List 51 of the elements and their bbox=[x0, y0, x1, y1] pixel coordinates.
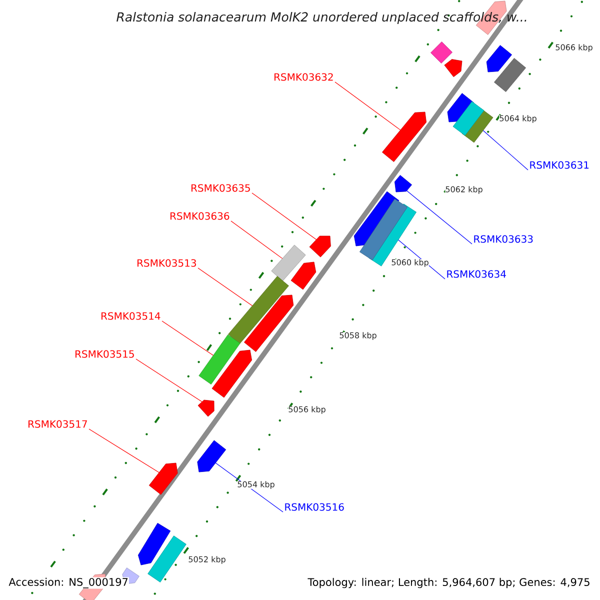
scale-label: 5058 kbp bbox=[340, 332, 376, 340]
leader-line bbox=[198, 268, 253, 306]
leader-line bbox=[252, 192, 317, 240]
scale-label: 5066 kbp bbox=[556, 44, 592, 52]
scale-label: 5064 kbp bbox=[500, 115, 536, 123]
gene-block bbox=[212, 350, 252, 398]
leader-line bbox=[482, 130, 528, 170]
leader-line bbox=[406, 190, 472, 244]
gene-label: RSMK03631 bbox=[530, 161, 589, 169]
gene-label: RSMK03636 bbox=[170, 212, 230, 220]
gene-block bbox=[228, 276, 289, 344]
gene-label: RSMK03632 bbox=[274, 73, 333, 81]
gene-block bbox=[198, 334, 240, 384]
gene-block bbox=[197, 440, 226, 472]
gene-block bbox=[494, 58, 526, 92]
gene-block bbox=[148, 462, 178, 495]
scale-label: 5062 kbp bbox=[446, 186, 482, 194]
gene-block bbox=[486, 45, 512, 72]
gene-label: RSMK03516 bbox=[285, 503, 344, 511]
summary-text: Topology: linear; Length: 5,964,607 bp; Genes: 4,975 bbox=[308, 578, 590, 588]
gene-label: RSMK03513 bbox=[138, 259, 196, 267]
gene-block bbox=[394, 175, 412, 192]
gene-block bbox=[138, 522, 171, 566]
gene-block bbox=[244, 294, 294, 352]
leader-line bbox=[162, 320, 214, 356]
leader-line bbox=[136, 358, 202, 402]
diagram-title: Ralstonia solanacearum MolK2 unordered unplaced scaffolds, w... bbox=[116, 12, 526, 24]
gene-label: RSMK03517 bbox=[28, 420, 87, 428]
accession-text: Accession: NS_000197 bbox=[8, 578, 128, 588]
gene-block bbox=[309, 236, 331, 258]
gene-block bbox=[198, 400, 214, 417]
scale-label: 5056 kbp bbox=[288, 406, 326, 414]
gene-label: RSMK03635 bbox=[192, 184, 250, 192]
scale-label: 5060 kbp bbox=[392, 259, 428, 267]
gene-label: RSMK03633 bbox=[474, 235, 533, 243]
gene-block bbox=[271, 244, 306, 282]
leader-line bbox=[230, 220, 283, 259]
gene-block bbox=[360, 198, 408, 260]
gene-label: RSMK03634 bbox=[447, 270, 506, 278]
gene-block bbox=[382, 112, 426, 162]
leader-line bbox=[334, 82, 401, 130]
gene-block bbox=[444, 59, 462, 78]
gene-block bbox=[148, 536, 186, 582]
scale-label: 5054 kbp bbox=[238, 481, 274, 489]
gene-block bbox=[452, 101, 484, 136]
leader-line bbox=[88, 428, 160, 473]
gene-block bbox=[430, 42, 452, 64]
gene-block bbox=[290, 262, 316, 290]
scale-label: 5052 kbp bbox=[188, 556, 226, 564]
gene-label: RSMK03514 bbox=[102, 312, 160, 320]
gene-label: RSMK03515 bbox=[76, 350, 134, 358]
